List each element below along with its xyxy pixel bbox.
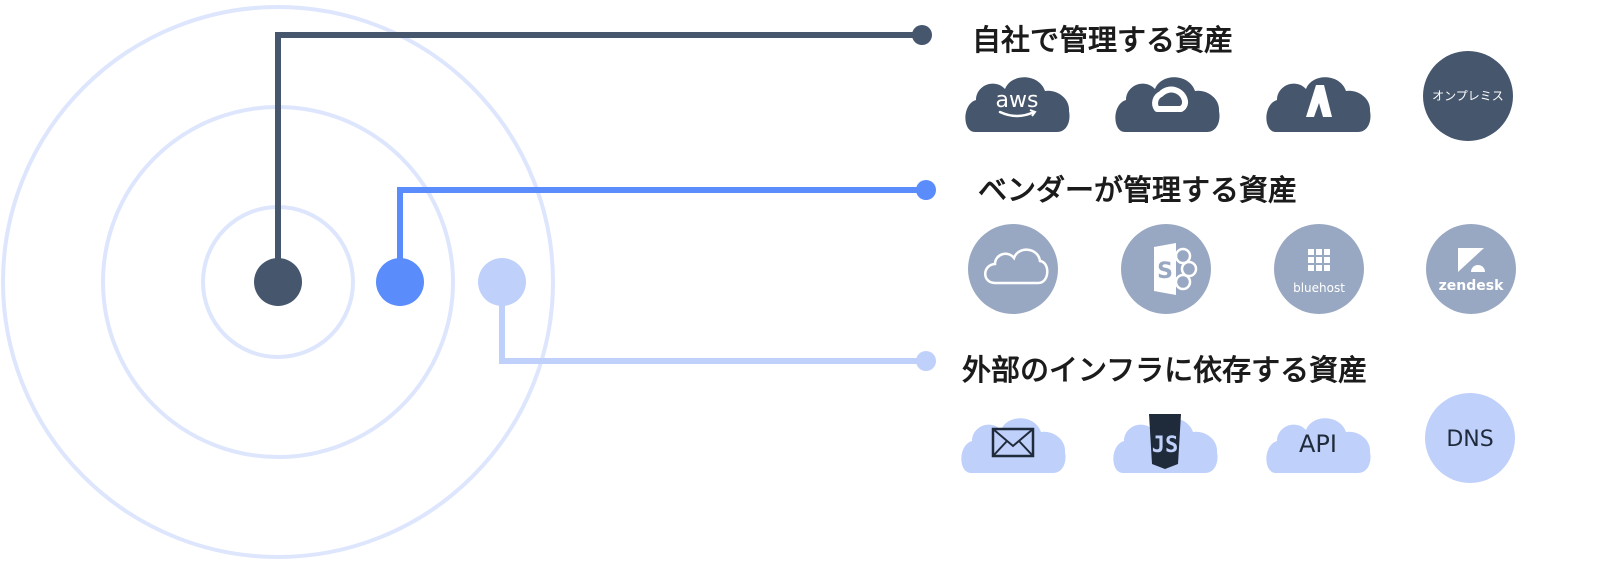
azure-cloud-icon [1266, 77, 1371, 132]
outer-ring [1, 5, 555, 559]
api-label: API [1299, 430, 1337, 458]
cloud-icon [968, 224, 1058, 314]
aws-cloud-icon: aws [965, 77, 1070, 132]
svg-text:S: S [1157, 259, 1173, 284]
api-cloud-icon: API [1266, 418, 1371, 473]
vendor-connector [397, 187, 926, 282]
bluehost-icon: bluehost [1274, 224, 1364, 314]
self-managed-connector-end [912, 25, 932, 45]
aws-logo-text: aws [996, 88, 1039, 113]
external-connector [499, 282, 926, 364]
vendor-managed-dot [376, 258, 424, 306]
external-connector-end [916, 351, 936, 371]
zendesk-label: zendesk [1439, 278, 1504, 294]
external-infra-title: 外部のインフラに依存する資産 [962, 353, 1367, 387]
sharepoint-icon: S [1121, 224, 1211, 314]
dns-icon: DNS [1425, 393, 1515, 483]
on-premises-icon: オンプレミス [1423, 51, 1513, 141]
dns-label: DNS [1446, 427, 1493, 452]
javascript-cloud-icon: JS [1113, 414, 1218, 473]
self-managed-connector [275, 32, 922, 282]
mail-cloud-icon [961, 418, 1066, 473]
bluehost-label: bluehost [1293, 281, 1345, 295]
vendor-managed-title: ベンダーが管理する資産 [978, 173, 1297, 207]
external-infra-dot [478, 258, 526, 306]
on-premises-label: オンプレミス [1432, 89, 1504, 103]
self-managed-dot [254, 258, 302, 306]
zendesk-icon: zendesk [1426, 224, 1516, 314]
vendor-connector-end [916, 180, 936, 200]
google-cloud-icon [1115, 77, 1220, 132]
self-managed-title: 自社で管理する資産 [972, 23, 1233, 57]
javascript-label: JS [1152, 433, 1179, 458]
